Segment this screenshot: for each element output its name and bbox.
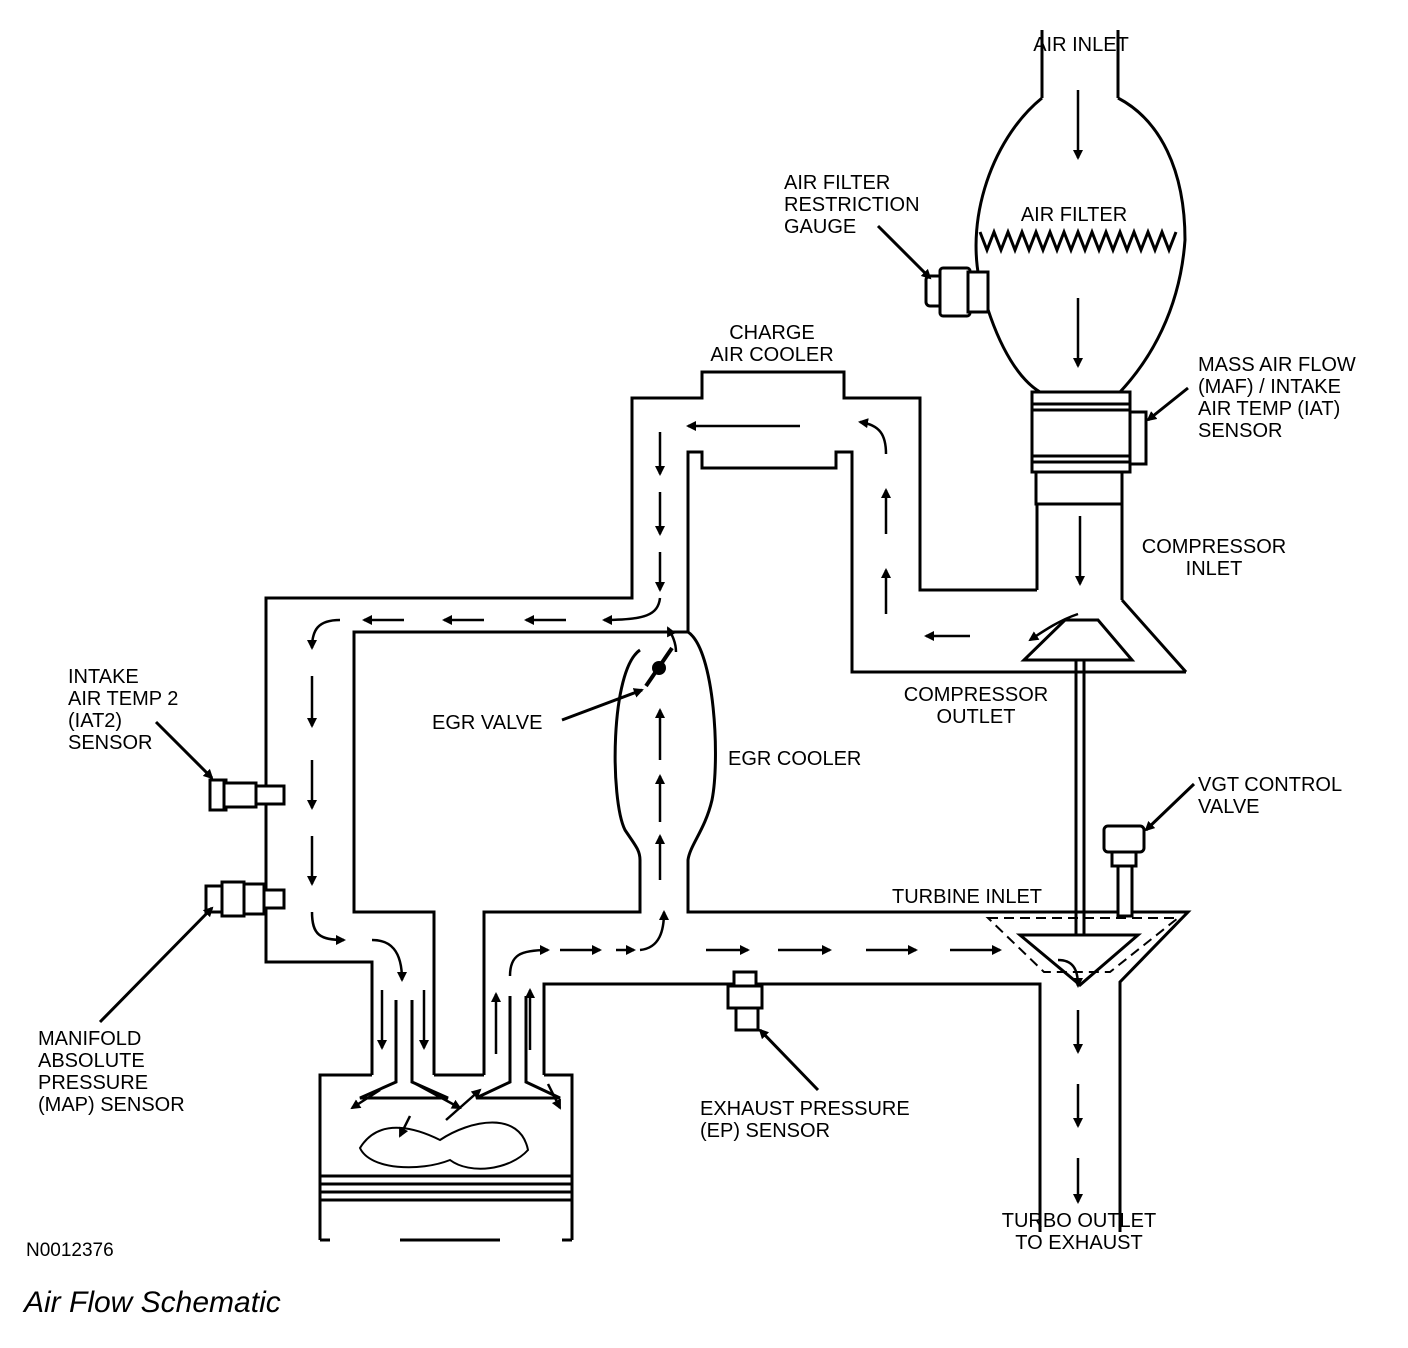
label-egr-cooler: EGR COOLER	[728, 748, 862, 770]
label-restriction-gauge: AIR FILTER RESTRICTION GAUGE	[784, 172, 920, 238]
maf-housing	[1032, 392, 1130, 504]
leader-map	[100, 906, 214, 1022]
flow-arrow-27	[416, 1084, 462, 1108]
label-map-line-4: (MAP) SENSOR	[38, 1094, 185, 1116]
leader-maf	[1146, 388, 1188, 422]
label-compressor-inlet-line-2: INLET	[1185, 558, 1243, 580]
label-vgt-line-2: VALVE	[1198, 796, 1260, 818]
label-egr-valve: EGR VALVE	[432, 712, 543, 734]
label-maf-line-1: MASS AIR FLOW	[1198, 354, 1356, 376]
label-charge-air-cooler-line-1: CHARGE	[729, 322, 815, 344]
maf-sensor-icon	[1130, 412, 1146, 464]
vgt-control-valve-icon	[1104, 826, 1144, 916]
air-filter-element	[980, 232, 1176, 250]
label-turbo-outlet: TURBO OUTLET TO EXHAUST	[986, 1210, 1172, 1254]
label-restriction-gauge-line-2: RESTRICTION	[784, 194, 920, 216]
flow-arrow-26	[400, 1116, 410, 1138]
label-turbine-inlet: TURBINE INLET	[892, 886, 1043, 908]
label-air-inlet: AIR INLET	[1033, 34, 1129, 56]
flow-arrow-21	[312, 912, 346, 945]
leader-restriction-gauge	[878, 226, 932, 280]
label-restriction-gauge-line-3: GAUGE	[784, 216, 857, 238]
label-ep-line-1: EXHAUST PRESSURE	[700, 1098, 910, 1120]
turbine-housing	[1000, 912, 1188, 1232]
flow-arrow-44	[1058, 960, 1083, 988]
label-maf-line-3: AIR TEMP (IAT)	[1198, 398, 1341, 420]
engine-valves	[360, 996, 560, 1169]
flow-arrow-22	[372, 940, 407, 982]
egr-cooler-body	[484, 632, 1000, 1075]
leader-egr-valve	[562, 688, 644, 720]
label-map-sensor: MANIFOLD ABSOLUTE PRESSURE (MAP) SENSOR	[38, 1028, 185, 1116]
label-iat2-line-1: INTAKE	[68, 666, 139, 688]
label-turbo-outlet-line-2: TO EXHAUST	[1015, 1232, 1143, 1254]
label-map-line-1: MANIFOLD	[38, 1028, 142, 1050]
leader-vgt	[1144, 784, 1194, 832]
charge-air-duct	[266, 372, 1186, 1075]
label-compressor-inlet: COMPRESSOR INLET	[1130, 536, 1298, 580]
label-restriction-gauge-line-1: AIR FILTER	[784, 172, 891, 194]
flow-arrow-28	[446, 1088, 482, 1120]
label-iat2-line-4: SENSOR	[68, 732, 153, 754]
label-vgt-line-1: VGT CONTROL	[1198, 774, 1343, 796]
label-charge-air-cooler: CHARGE AIR COOLER	[694, 322, 850, 366]
label-ep-sensor: EXHAUST PRESSURE (EP) SENSOR	[700, 1098, 910, 1142]
air-filter-restriction-gauge-icon	[926, 268, 988, 316]
flow-arrow-17	[307, 620, 340, 650]
label-maf-iat-sensor: MASS AIR FLOW (MAF) / INTAKE AIR TEMP (I…	[1198, 354, 1356, 442]
flow-arrow-8	[858, 418, 886, 454]
label-turbo-outlet-line-1: TURBO OUTLET	[1001, 1210, 1157, 1232]
leader-iat2	[156, 722, 214, 780]
label-iat2-sensor: INTAKE AIR TEMP 2 (IAT2) SENSOR	[68, 666, 178, 754]
label-vgt-control-valve: VGT CONTROL VALVE	[1198, 774, 1342, 818]
label-air-filter: AIR FILTER	[1020, 204, 1128, 226]
leader-ep	[758, 1028, 818, 1090]
flow-arrow-31	[548, 1084, 560, 1110]
label-ep-line-2: (EP) SENSOR	[700, 1120, 831, 1142]
flow-arrow-13	[602, 598, 660, 625]
flow-arrow-35	[640, 910, 669, 950]
label-compressor-outlet-line-2: OUTLET	[936, 706, 1016, 728]
label-map-line-3: PRESSURE	[38, 1072, 149, 1094]
map-sensor-icon	[206, 882, 284, 916]
figure-caption: Air Flow Schematic	[24, 1286, 281, 1319]
label-maf-line-4: SENSOR	[1198, 420, 1283, 442]
flow-arrow-43	[668, 626, 676, 652]
exhaust-manifold	[544, 984, 1030, 1075]
figure-code: N0012376	[26, 1240, 114, 1261]
label-iat2-line-3: (IAT2)	[68, 710, 123, 732]
label-compressor-outlet: COMPRESSOR OUTLET	[892, 684, 1060, 728]
label-iat2-line-2: AIR TEMP 2	[68, 688, 179, 710]
turbocharger	[988, 620, 1178, 985]
engine-cylinder	[320, 1075, 572, 1240]
iat2-sensor-icon	[210, 780, 284, 810]
flow-arrow-4	[1028, 614, 1078, 642]
compressor-inlet-duct	[1037, 504, 1186, 672]
label-maf-line-2: (MAF) / INTAKE	[1198, 376, 1341, 398]
label-compressor-inlet-line-1: COMPRESSOR	[1141, 536, 1287, 558]
ep-sensor-icon	[728, 972, 762, 1030]
flow-arrow-32	[510, 945, 550, 976]
label-charge-air-cooler-line-2: AIR COOLER	[710, 344, 834, 366]
label-map-line-2: ABSOLUTE	[38, 1050, 145, 1072]
flow-arrow-25	[350, 1090, 380, 1110]
egr-valve	[646, 648, 672, 686]
flow-arrows	[307, 90, 1085, 1204]
label-compressor-outlet-line-1: COMPRESSOR	[903, 684, 1049, 706]
